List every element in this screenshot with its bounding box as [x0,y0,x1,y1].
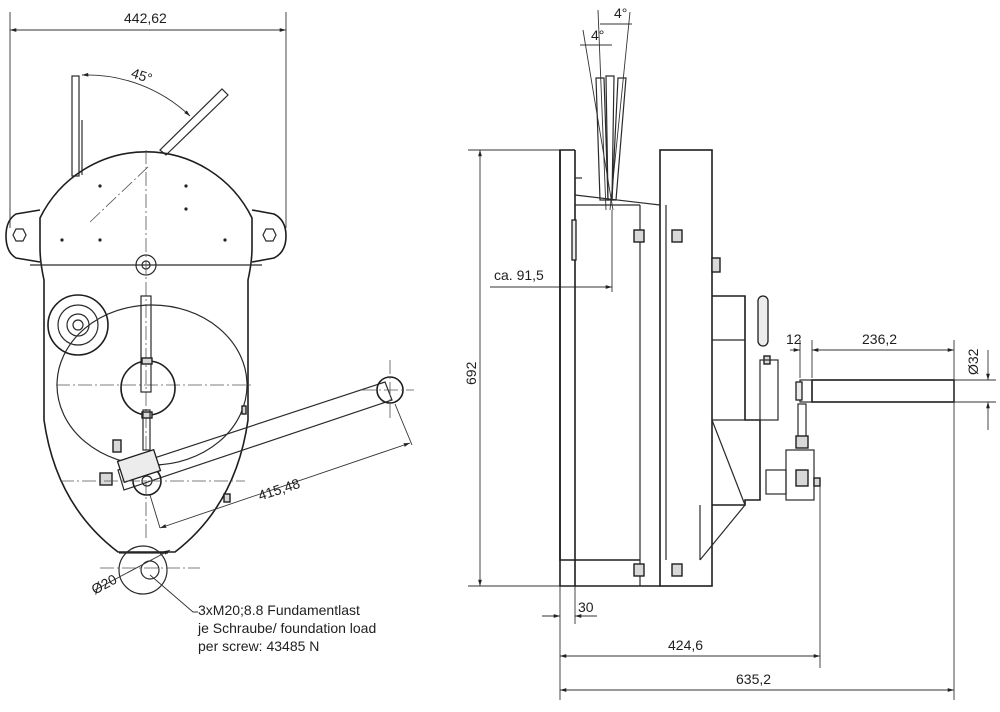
side-view: 4° 4° 692 ca. 91,5 [463,5,996,700]
height-dimension-label: 692 [463,361,479,385]
offset-dimension: ca. 91,5 [490,210,613,292]
shaft-dimensions: 12 236,2 Ø32 [786,331,996,700]
arm-length-dimension: 415,48 [149,403,413,529]
swing-arm [60,360,414,496]
bore-dimension-label: Ø20 [89,571,120,598]
height-dimension: 692 [463,149,575,587]
note-line-3: per screw: 43485 N [198,638,319,654]
shaft-dia-label: Ø32 [965,348,981,375]
offset-dimension-label: ca. 91,5 [494,267,544,283]
base-dimension: 30 [542,586,597,700]
front-view: 442,62 45° [5,10,414,654]
depth-2-label: 635,2 [736,671,771,687]
depth-dimensions: 424,6 635,2 [560,486,954,692]
depth-1-label: 424,6 [668,637,703,653]
shaft-length-label: 236,2 [862,331,897,347]
width-dimension-label: 442,62 [124,10,167,26]
width-dimension: 442,62 [9,10,287,228]
output-shaft [765,379,955,501]
angle-45-label: 45° [129,65,154,87]
arm-length-label: 415,48 [256,475,302,504]
base-dimension-label: 30 [578,599,594,615]
angle-top-label: 4° [614,5,627,21]
housing-front [5,150,287,595]
angle-left-label: 4° [591,27,604,43]
lever-angle-indicator: 45° [71,65,229,223]
shaft-gap-label: 12 [786,331,802,347]
note-line-1: 3xM20;8.8 Fundamentlast [198,602,360,618]
foundation-note: 3xM20;8.8 Fundamentlast je Schraube/ fou… [149,574,376,654]
note-line-2: je Schraube/ foundation load [197,620,376,636]
housing-side [559,149,779,587]
lever-swing-angles: 4° 4° [580,5,632,211]
